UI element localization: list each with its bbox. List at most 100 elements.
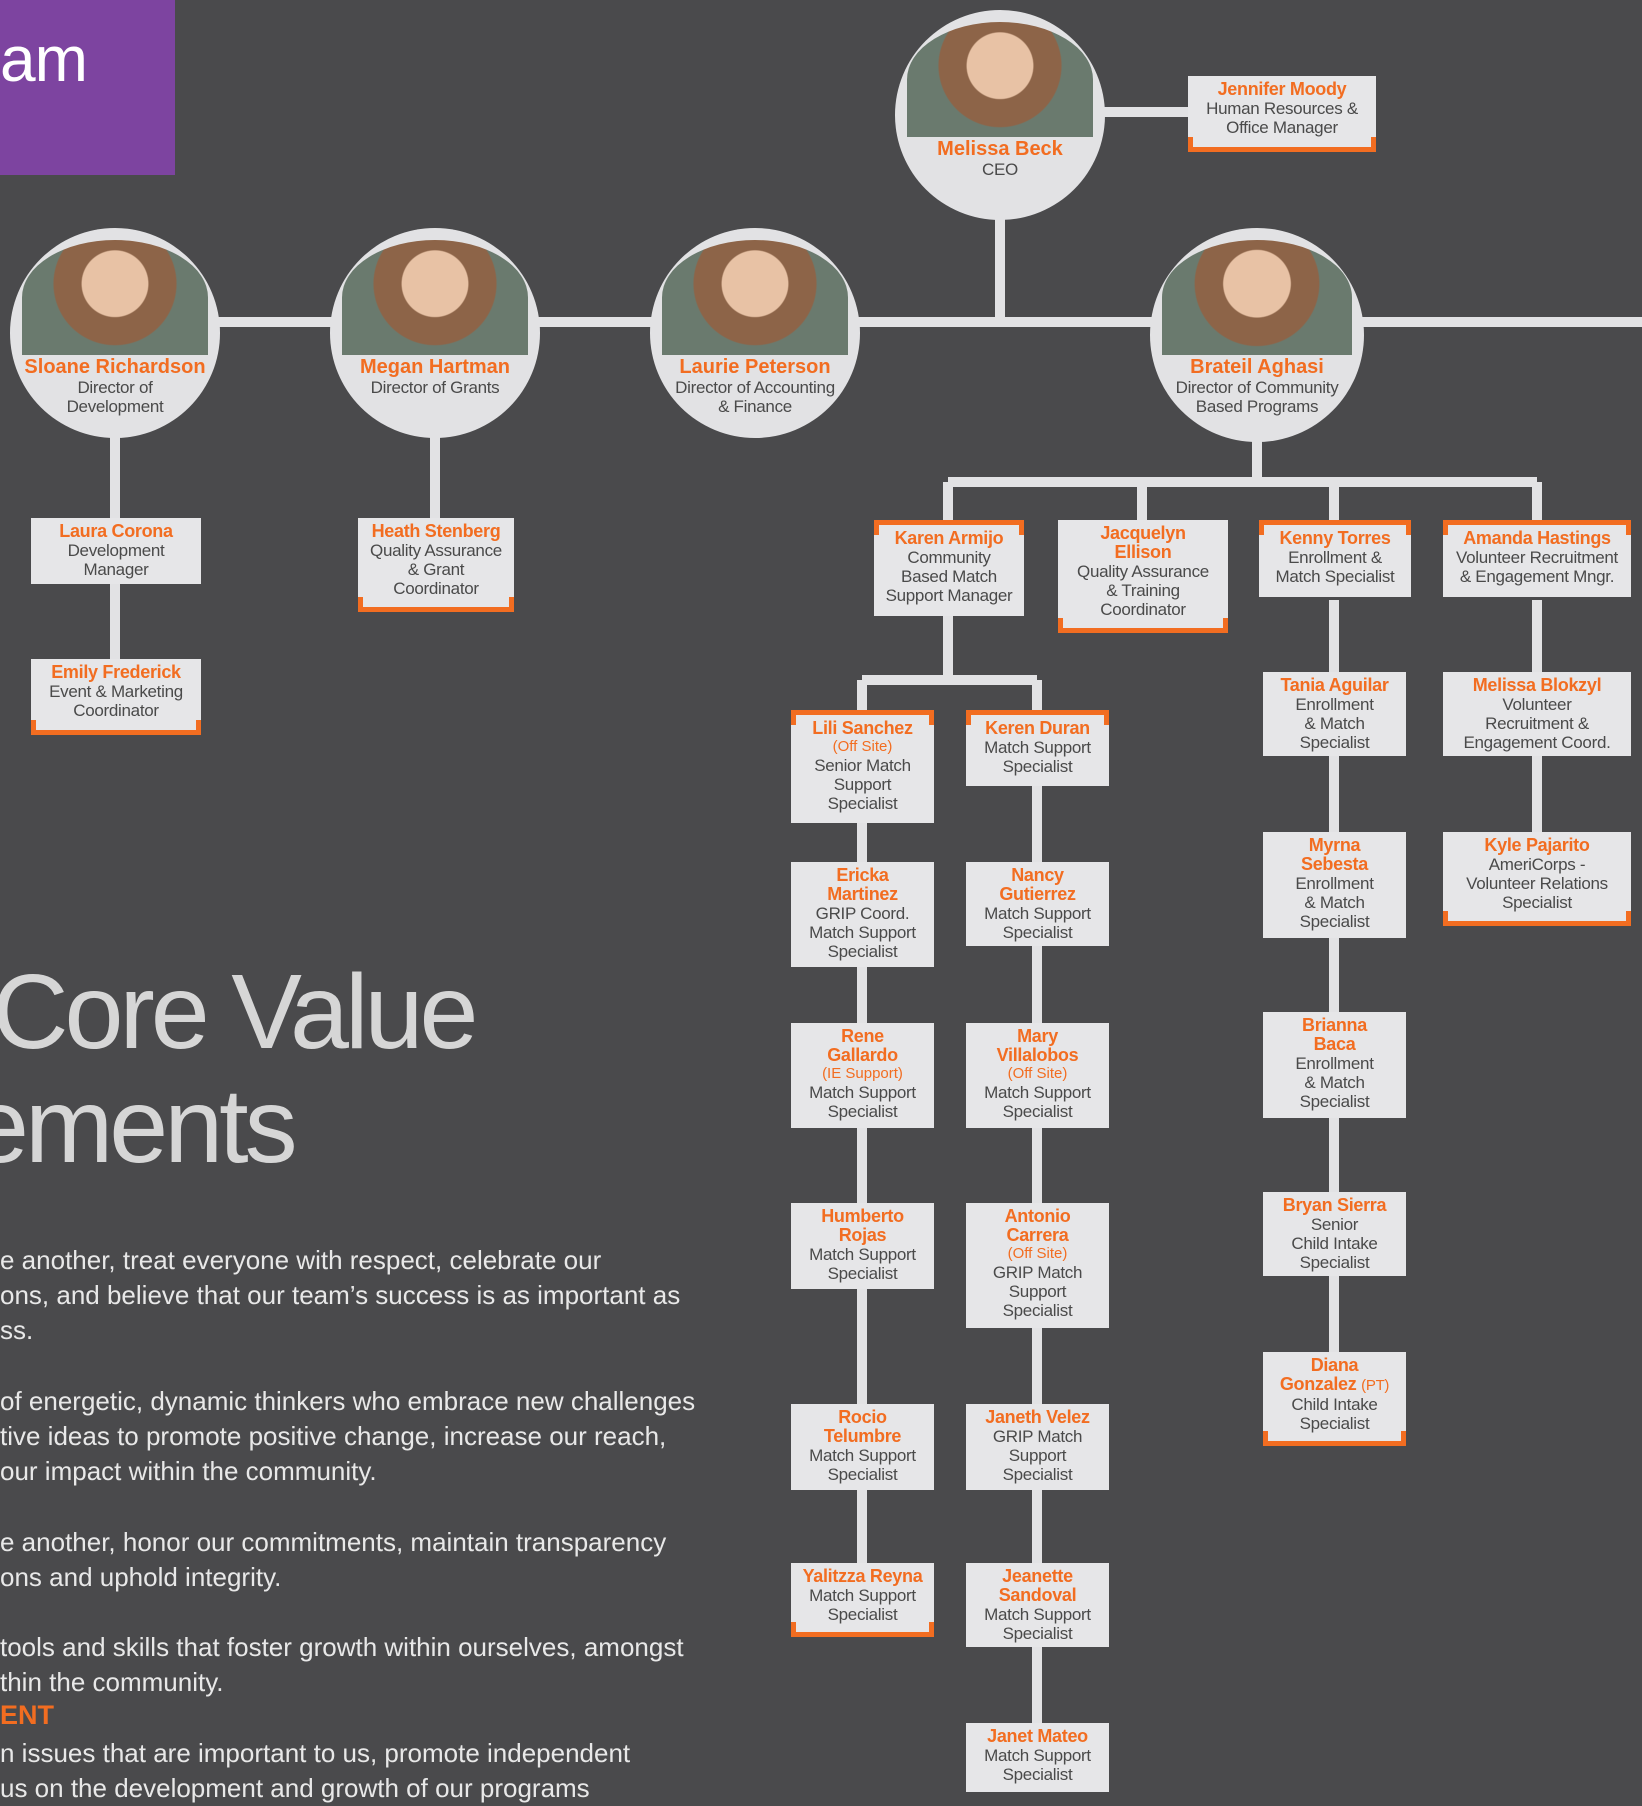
ceo-role: CEO bbox=[982, 160, 1018, 179]
node-name-line: Ericka bbox=[836, 865, 889, 885]
paragraph-line: tools and skills that foster growth with… bbox=[0, 1632, 684, 1662]
core-value-paragraph: e another, treat everyone with respect, … bbox=[0, 1243, 730, 1348]
node-name-line: Gallardo bbox=[827, 1045, 898, 1065]
ceo-node: Melissa Beck CEO bbox=[895, 10, 1105, 220]
node-yalitzza-reyna: Yalitzza Reyna Match Support Specialist bbox=[791, 1563, 934, 1637]
node-humberto-rojas: Humberto Rojas Match Support Specialist bbox=[791, 1203, 934, 1289]
paragraph-line: e another, treat everyone with respect, … bbox=[0, 1245, 602, 1275]
node-keren-duran: Keren Duran Match Support Specialist bbox=[966, 710, 1109, 786]
node-role-line: Coordinator bbox=[73, 701, 159, 720]
director-role-line: Director of Grants bbox=[370, 378, 500, 397]
node-name: Emily Frederick bbox=[51, 662, 181, 682]
node-role-line: Specialist bbox=[1002, 1301, 1073, 1320]
node-name-line: Ellison bbox=[1114, 542, 1172, 562]
node-role-line: Match Support bbox=[984, 1605, 1091, 1624]
node-role-line: Specialist bbox=[1299, 912, 1370, 931]
node-kenny-torres: Kenny Torres Enrollment & Match Speciali… bbox=[1259, 520, 1411, 597]
core-value-paragraph: n issues that are important to us, promo… bbox=[0, 1736, 730, 1806]
node-name-line: Nancy bbox=[1011, 865, 1064, 885]
node-name: Tania Aguilar bbox=[1280, 675, 1389, 695]
node-name: Janet Mateo bbox=[987, 1726, 1088, 1746]
node-role-line: Match Support bbox=[809, 1446, 916, 1465]
core-values-title-line: ements bbox=[0, 1067, 298, 1185]
node-note: (Off Site) bbox=[1007, 1245, 1068, 1262]
node-role-line: Engagement Coord. bbox=[1463, 733, 1611, 752]
node-name-line: Rojas bbox=[838, 1225, 887, 1245]
paragraph-line: tive ideas to promote positive change, i… bbox=[0, 1421, 667, 1451]
node-rocio-telumbre: Rocio Telumbre Match Support Specialist bbox=[791, 1404, 934, 1490]
director-role-line: Director of bbox=[77, 378, 153, 397]
node-role-line: Quality Assurance bbox=[370, 541, 502, 560]
node-jennifer-moody: Jennifer Moody Human Resources & Office … bbox=[1188, 76, 1376, 152]
paragraph-line: our impact within the community. bbox=[0, 1456, 377, 1486]
paragraph-line: of energetic, dynamic thinkers who embra… bbox=[0, 1386, 696, 1416]
node-role-line: Match Support bbox=[809, 1586, 916, 1605]
node-role-line: Office Manager bbox=[1226, 118, 1338, 137]
node-brianna-baca: Brianna Baca Enrollment & Match Speciali… bbox=[1263, 1012, 1406, 1118]
node-role-line: Manager bbox=[83, 560, 149, 579]
node-amanda-hastings: Amanda Hastings Volunteer Recruitment & … bbox=[1443, 520, 1631, 597]
node-janeth-velez: Janeth Velez GRIP Match Support Speciali… bbox=[966, 1404, 1109, 1490]
director-photo bbox=[22, 240, 208, 355]
node-name-line: Gonzalez bbox=[1279, 1374, 1357, 1394]
director-name: Laurie Peterson bbox=[679, 356, 831, 378]
node-role-line: Specialist bbox=[1002, 757, 1073, 776]
node-laura-corona: Laura Corona Development Manager bbox=[31, 518, 201, 584]
node-role-line: GRIP Coord. bbox=[815, 904, 910, 923]
paragraph-line: n issues that are important to us, promo… bbox=[0, 1738, 631, 1768]
node-role-line: Specialist bbox=[1502, 893, 1572, 912]
node-name-line: Myrna bbox=[1308, 835, 1361, 855]
node-role-line: Volunteer bbox=[1502, 695, 1572, 714]
node-role-line: Specialist bbox=[827, 794, 898, 813]
node-name: Bryan Sierra bbox=[1282, 1195, 1387, 1215]
node-role-line: Match Support bbox=[984, 738, 1091, 757]
director-role-line: Development bbox=[66, 397, 164, 416]
node-name-line: Sandoval bbox=[998, 1585, 1077, 1605]
node-role-line: Match Support bbox=[809, 1245, 916, 1264]
node-role-line: Match Support bbox=[984, 1746, 1091, 1765]
node-name: Jennifer Moody bbox=[1217, 79, 1347, 99]
node-name: Yalitzza Reyna bbox=[802, 1566, 923, 1586]
director-megan-hartman: Megan Hartman Director of Grants bbox=[330, 228, 540, 438]
node-name: Laura Corona bbox=[59, 521, 173, 541]
node-name-line: Diana bbox=[1310, 1355, 1359, 1375]
node-role-line: Match Support bbox=[809, 923, 916, 942]
node-role-line: AmeriCorps - bbox=[1488, 855, 1586, 874]
director-name: Sloane Richardson bbox=[24, 356, 206, 378]
node-role-line: Match Support bbox=[984, 904, 1091, 923]
node-role-line: Specialist bbox=[1299, 1253, 1370, 1272]
node-name: Kenny Torres bbox=[1279, 528, 1391, 548]
paragraph-line: ons, and believe that our team’s success… bbox=[0, 1280, 681, 1310]
node-role-line: Match Support bbox=[809, 1083, 916, 1102]
node-name: Melissa Blokzyl bbox=[1472, 675, 1602, 695]
node-role-line: Enrollment bbox=[1295, 695, 1374, 714]
paragraph-line: ons and uphold integrity. bbox=[0, 1562, 282, 1592]
node-role-line: Support bbox=[833, 775, 892, 794]
node-role-line: Coordinator bbox=[393, 579, 479, 598]
node-role-line: Specialist bbox=[827, 1605, 898, 1624]
node-role-line: Specialist bbox=[1002, 1624, 1073, 1643]
node-name-line: Antonio bbox=[1004, 1206, 1071, 1226]
node-role-line: & Engagement Mngr. bbox=[1459, 567, 1615, 586]
paragraph-line: e another, honor our commitments, mainta… bbox=[0, 1527, 667, 1557]
node-note: (IE Support) bbox=[822, 1065, 903, 1082]
node-name: Janeth Velez bbox=[985, 1407, 1090, 1427]
node-name-line: Rocio bbox=[838, 1407, 887, 1427]
node-note: (Off Site) bbox=[832, 738, 893, 755]
node-role-line: GRIP Match bbox=[992, 1427, 1083, 1446]
ceo-name: Melissa Beck bbox=[937, 138, 1063, 160]
node-role-line: Specialist bbox=[827, 1465, 898, 1484]
node-name-line: Jeanette bbox=[1002, 1566, 1073, 1586]
node-name: Heath Stenberg bbox=[371, 521, 501, 541]
director-role-line: Director of Community bbox=[1175, 378, 1339, 397]
node-name-suffix: (PT) bbox=[1361, 1377, 1390, 1394]
node-jeanette-sandoval: Jeanette Sandoval Match Support Speciali… bbox=[966, 1563, 1109, 1647]
node-role-line: Match Specialist bbox=[1275, 567, 1395, 586]
node-rene-gallardo: Rene Gallardo (IE Support) Match Support… bbox=[791, 1023, 934, 1128]
director-role-line: Based Programs bbox=[1195, 397, 1319, 416]
node-role-line: Recruitment & bbox=[1485, 714, 1589, 733]
node-role-line: Senior bbox=[1310, 1215, 1359, 1234]
node-role-line: Human Resources & bbox=[1206, 99, 1358, 118]
node-role-line: Support Manager bbox=[885, 586, 1013, 605]
node-role-line: Specialist bbox=[827, 1102, 898, 1121]
